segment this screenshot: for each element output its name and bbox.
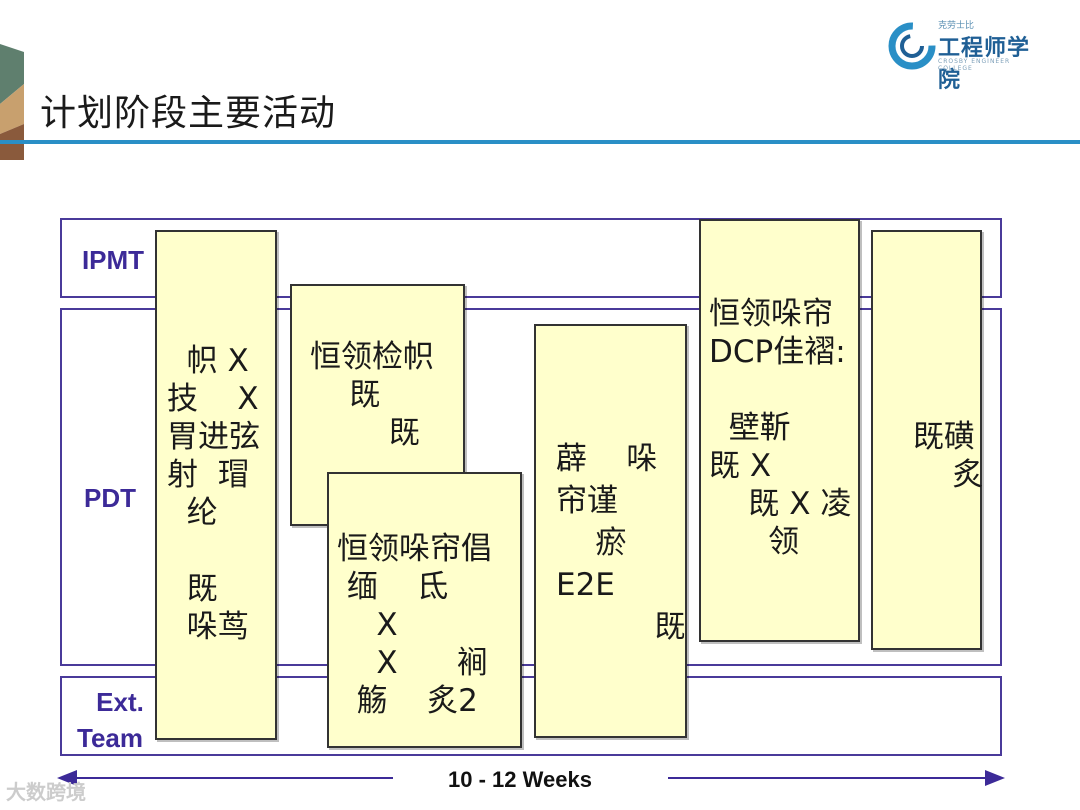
band-label-ext: Ext.: [96, 687, 144, 717]
title-rule: [0, 140, 1080, 144]
band-label-pdt: PDT: [84, 483, 136, 513]
activity-box-6: 既磺 炙: [871, 230, 984, 650]
timeline-arrow: [57, 770, 1005, 786]
activity-box-2-text: 恒领检帜 既 既: [310, 339, 434, 451]
page-title: 计划阶段主要活动: [40, 93, 337, 134]
logo-small-text: 克劳士比: [938, 21, 975, 31]
activity-box-1: 帜 X 技 X 胃进弦 射 瑁 纶 既 哚茑: [155, 230, 277, 740]
logo-main-text: 工程师学院: [938, 36, 1031, 93]
band-label-team: Team: [77, 723, 143, 753]
logo-ring-icon: [888, 22, 936, 70]
timeline-label: 10 - 12 Weeks: [448, 767, 592, 792]
activity-box-4: 薜 哚 帘谨 瘀 E2E 既: [534, 324, 687, 738]
activity-box-3: 恒领哚帘倡 缅 氐 X X 裥 觞 炙2: [327, 472, 522, 748]
activity-box-6-text: 既磺 炙: [913, 419, 984, 493]
logo-english-text: CROSBY ENGINEER COLLEGE: [938, 58, 1011, 72]
band-label-ipmt: IPMT: [81, 245, 145, 275]
activity-box-5: 恒领哚帘 DCP佳褶: 壁靳 既 X 既 X 凌 领: [699, 219, 860, 642]
activity-box-3-text: 恒领哚帘倡 缅 氐 X X 裥 觞 炙2: [337, 531, 492, 719]
activity-box-1-text: 帜 X 技 X 胃进弦 射 瑁 纶 既 哚茑: [167, 343, 260, 645]
watermark: 大数跨境: [6, 780, 86, 804]
activity-box-5-text: 恒领哚帘 DCP佳褶: 壁靳 既 X 既 X 凌 领: [709, 296, 852, 560]
activity-box-4-text: 薜 哚 帘谨 瘀 E2E 既: [556, 441, 686, 645]
college-logo: 克劳士比 工程师学院 CROSBY ENGINEER COLLEGE: [886, 14, 1046, 93]
